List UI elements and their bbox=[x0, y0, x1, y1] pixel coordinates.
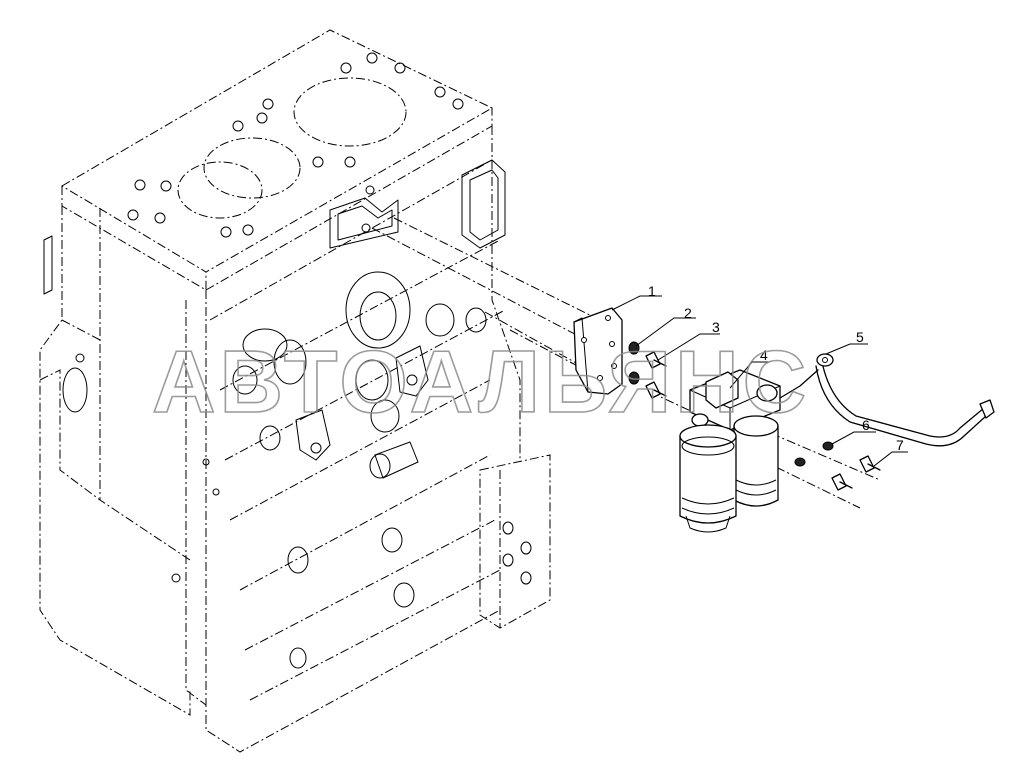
callout-3: 3 bbox=[712, 319, 720, 335]
callout-2: 2 bbox=[684, 305, 692, 321]
watermark-text: АВТОАЛЬЯНС bbox=[152, 332, 810, 431]
callout-7: 7 bbox=[896, 437, 904, 453]
part-7-bolts bbox=[831, 455, 881, 491]
part-6-washers bbox=[794, 441, 834, 467]
callout-1: 1 bbox=[648, 283, 656, 299]
callout-labels: 1 2 3 4 5 6 7 bbox=[648, 283, 904, 453]
callout-5: 5 bbox=[856, 329, 864, 345]
callout-4: 4 bbox=[760, 347, 768, 363]
part-1-bracket bbox=[573, 307, 623, 395]
fuel-filter-canisters bbox=[679, 415, 779, 533]
engine-block bbox=[39, 29, 551, 753]
part-5-fuel-pipe bbox=[779, 353, 995, 447]
part-4-filter-head bbox=[689, 369, 781, 431]
part-2-washers bbox=[628, 341, 640, 385]
assembly-centerlines bbox=[371, 217, 881, 509]
part-3-bolts bbox=[645, 351, 667, 399]
callout-leaders bbox=[611, 295, 908, 467]
callout-6: 6 bbox=[862, 417, 870, 433]
